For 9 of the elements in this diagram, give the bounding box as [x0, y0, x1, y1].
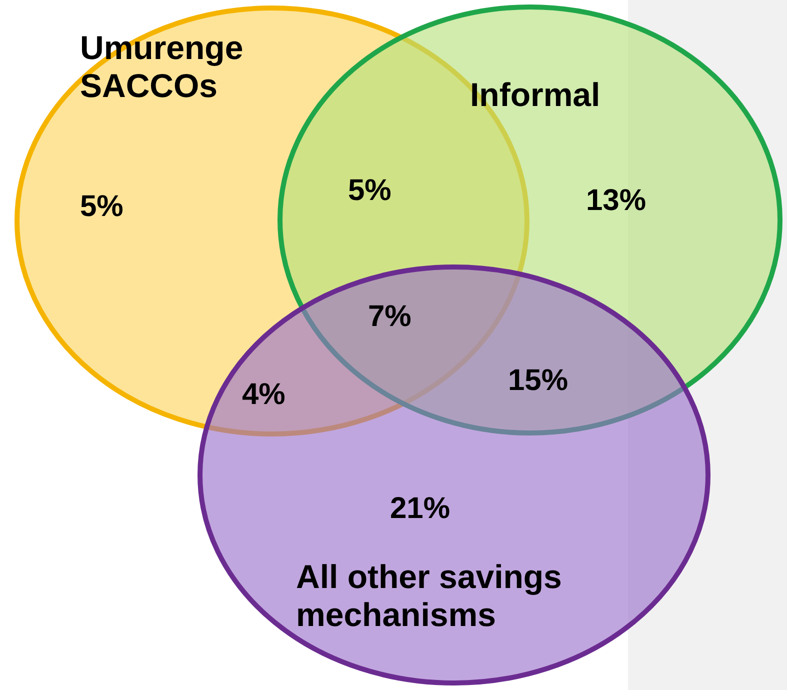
- percentage-value: 5%: [348, 174, 392, 208]
- percentage-value: 15%: [508, 364, 568, 398]
- percentage-value: 21%: [390, 492, 450, 526]
- percentage-value: 13%: [586, 184, 646, 218]
- set-label: Informal: [470, 76, 602, 114]
- percentage-value: 4%: [242, 378, 286, 412]
- set-label: All other savings mechanisms: [296, 558, 563, 634]
- percentage-value: 7%: [368, 300, 412, 334]
- percentage-value: 5%: [80, 190, 124, 224]
